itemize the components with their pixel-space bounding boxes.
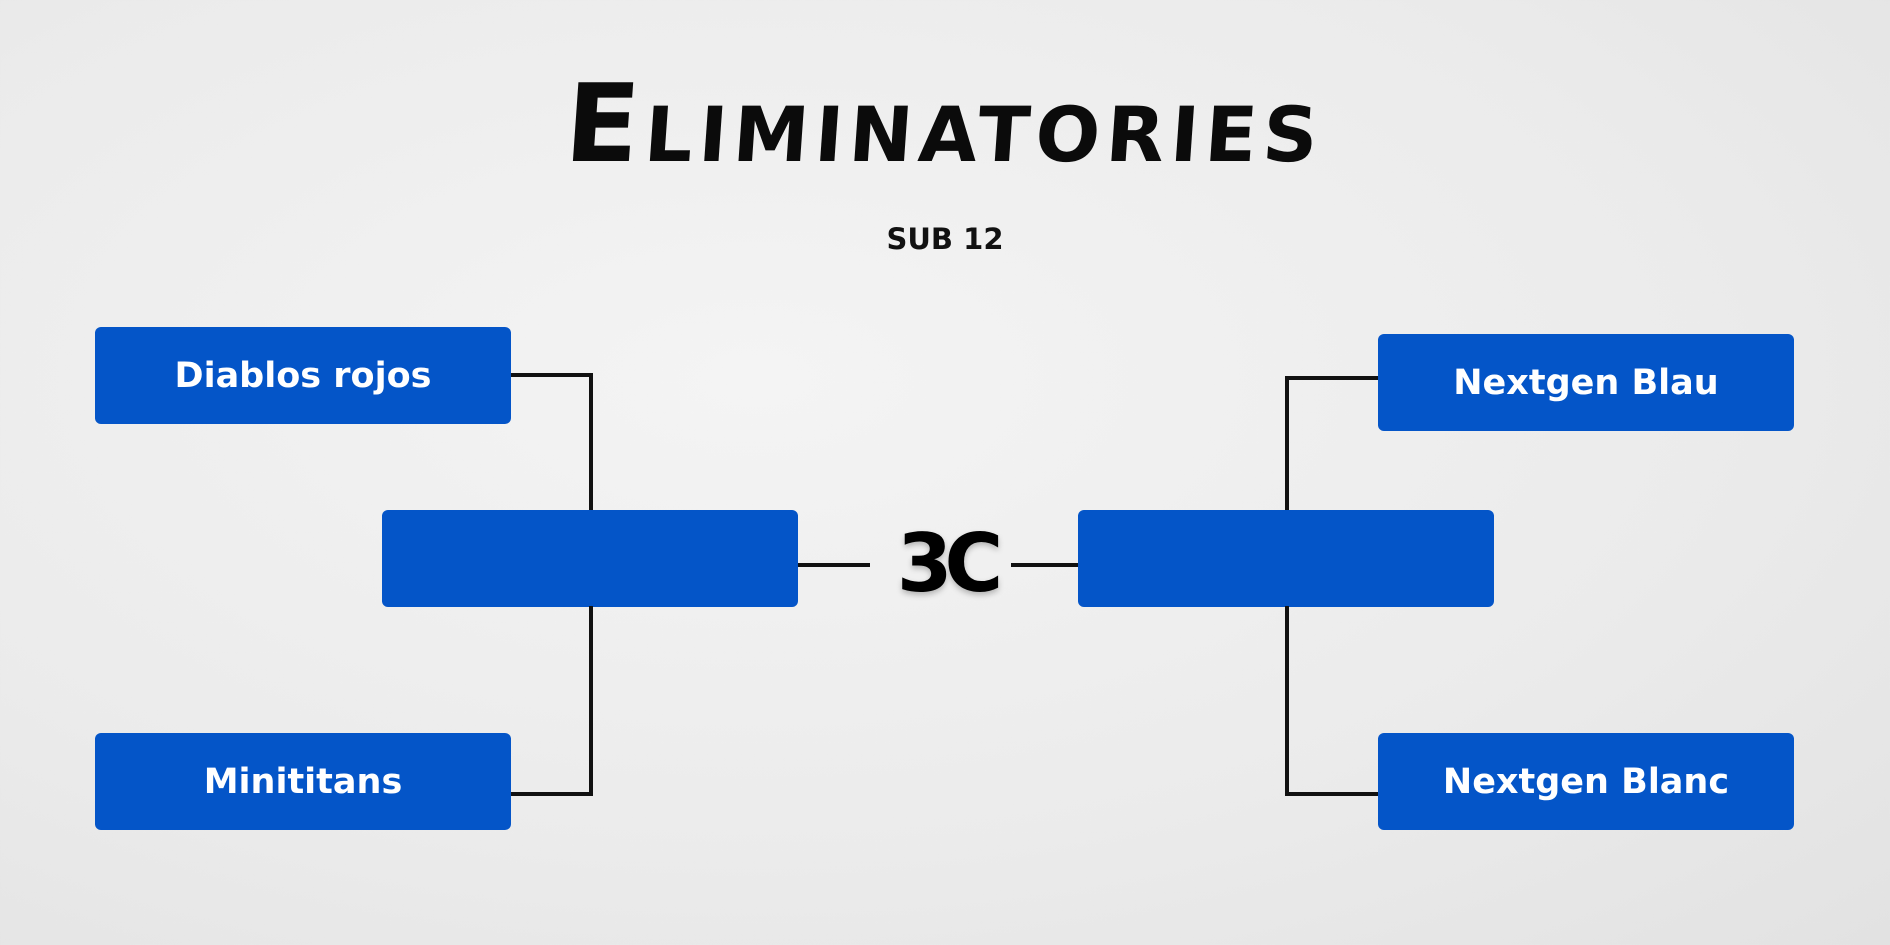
club-logo: 3C [896,517,1003,610]
bracket-line [511,792,593,796]
final-line-left [798,563,870,567]
team-slot-right-1: Nextgen Blau [1378,334,1794,431]
team-slot-left-2: Minititans [95,733,511,830]
bracket-line [1285,606,1289,796]
bracket-line [589,373,593,510]
semifinal-slot-left [382,510,798,607]
bracket-line [589,606,593,796]
page-title: Eliminatories [561,62,1329,187]
semifinal-slot-right [1078,510,1494,607]
bracket-line [1285,376,1378,380]
bracket-line [1285,376,1289,510]
bracket-line [511,373,593,377]
final-line-right [1011,563,1078,567]
category-subtitle: SUB 12 [886,222,1004,256]
team-slot-left-1: Diablos rojos [95,327,511,424]
bracket-line [1285,792,1378,796]
team-slot-right-2: Nextgen Blanc [1378,733,1794,830]
